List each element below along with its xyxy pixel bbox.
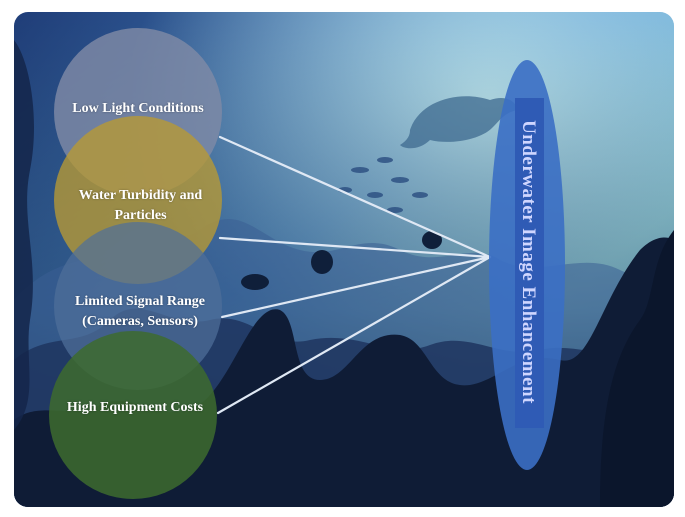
connector-low-light [218,135,492,259]
label-equipment: High Equipment Costs [66,400,204,415]
circle-equipment [49,331,217,499]
label-signal-range: Limited Signal Range (Cameras, Sensors) [75,294,205,329]
connector-signal-range [220,255,492,319]
label-turbidity: Water Turbidity and Particles [78,188,203,223]
diagram-title: Underwater Image Enhancement [518,120,539,404]
connector-turbidity [218,236,492,259]
turtle-silhouette [400,96,518,149]
label-low-light: Low Light Conditions [72,101,204,116]
dark-fish [241,231,442,290]
fish-school [338,157,428,213]
left-kelp-silhouette [14,40,35,430]
connectors [216,135,492,415]
title-bar [515,98,544,428]
right-coral-silhouette [600,230,674,507]
connector-equipment [216,255,492,415]
